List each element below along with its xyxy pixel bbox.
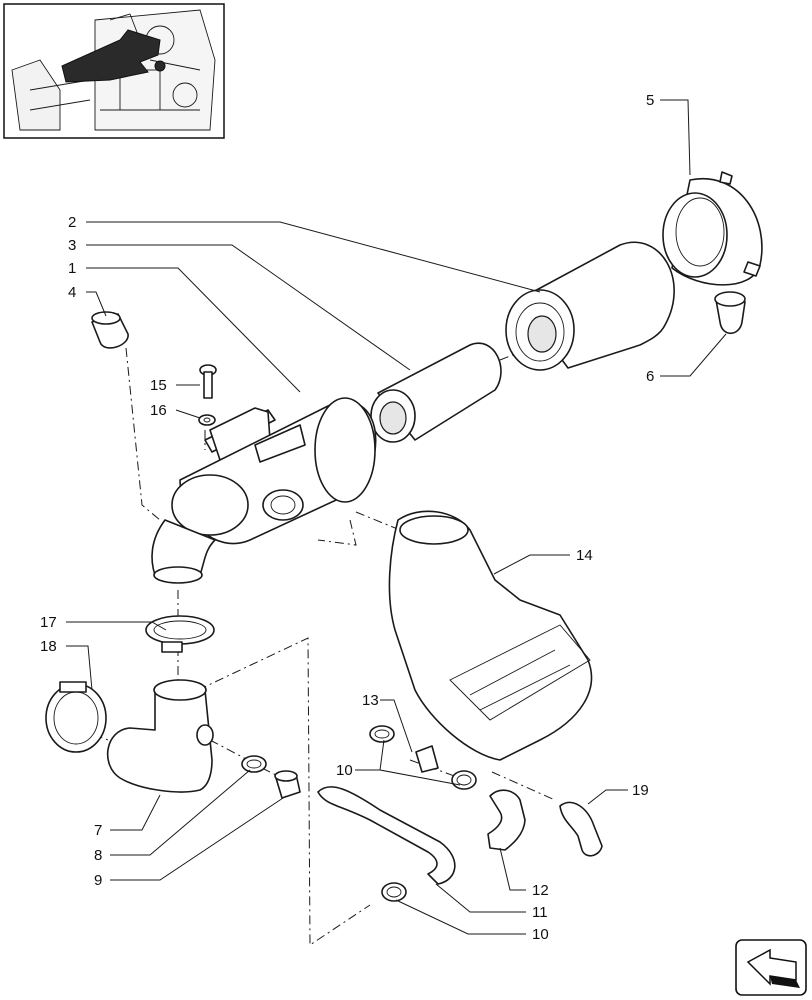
callout-10-lower: 10 [532,926,549,943]
air-cleaner-end-cover[interactable] [662,171,763,286]
callout-15: 15 [150,377,167,394]
callout-5: 5 [646,92,654,109]
hose-clamp-10-lower[interactable] [381,882,407,902]
short-hose[interactable] [487,789,526,851]
callout-leaders [66,99,727,935]
callout-9: 9 [94,872,102,889]
callout-17: 17 [40,614,57,631]
engine-location-thumbnail-icon[interactable] [3,3,225,139]
curved-hose[interactable] [559,801,603,857]
hose-clamp-upper[interactable] [145,615,215,653]
callout-1: 1 [68,260,76,277]
callout-13: 13 [362,692,379,709]
next-page-arrow-icon[interactable] [735,939,807,996]
callout-labels: 1 2 3 4 5 6 7 8 9 10 10 11 12 13 14 15 1… [40,92,654,943]
hose-connector[interactable] [415,745,439,773]
hose-clamp-lower[interactable] [45,681,107,753]
callout-10-upper: 10 [336,762,353,779]
callout-4: 4 [68,284,76,301]
intake-duct[interactable] [388,510,593,761]
connector-clamp[interactable] [369,725,395,743]
callout-19: 19 [632,782,649,799]
air-cleaner-housing[interactable] [151,397,377,584]
callout-2: 2 [68,214,76,231]
hose-clamp-10-upper[interactable] [451,770,477,790]
callout-7: 7 [94,822,102,839]
inner-safety-element[interactable] [370,342,502,443]
plug-cap[interactable] [274,770,301,799]
callout-12: 12 [532,882,549,899]
dust-ejector-valve[interactable] [714,291,746,335]
callout-18: 18 [40,638,57,655]
callout-14: 14 [576,547,593,564]
rain-cap[interactable] [91,311,129,349]
callout-16: 16 [150,402,167,419]
callout-11: 11 [532,904,548,921]
mounting-washer[interactable] [198,414,216,426]
elbow-hose[interactable] [106,679,214,793]
outer-filter-element[interactable] [505,241,675,371]
callout-6: 6 [646,368,654,385]
small-clamp[interactable] [241,755,267,773]
long-hose[interactable] [317,786,456,885]
mounting-bolt[interactable] [199,364,217,399]
callout-8: 8 [94,847,102,864]
callout-3: 3 [68,237,76,254]
